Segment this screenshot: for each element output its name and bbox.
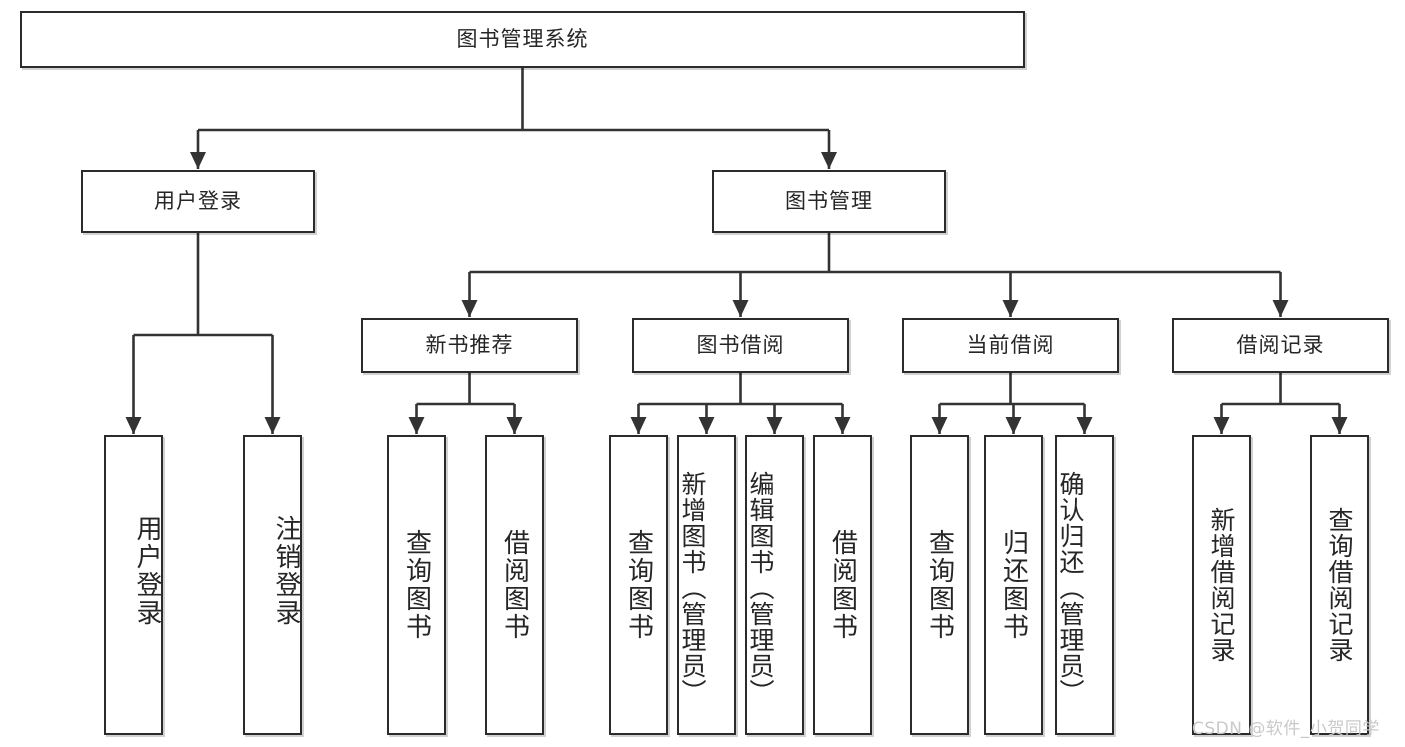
- edge-root-bookmgmt-arrowhead: [821, 152, 837, 169]
- node-leaf-borrow-book-2: 借阅图书: [813, 435, 872, 735]
- node-leaf-add-book: 新增图书（管理员）: [677, 435, 736, 735]
- node-label: 新书推荐: [425, 333, 514, 357]
- node-leaf-edit-book: 编辑图书（管理员）: [745, 435, 804, 735]
- edge-login-user-logout-arrowhead: [264, 417, 281, 434]
- edge-bookmgmt-borrow-arrowhead: [732, 300, 749, 317]
- node-bookmgmt: 图书管理: [712, 170, 946, 233]
- node-leaf-return-book: 归还图书: [984, 435, 1043, 735]
- node-leaf-add-record: 新增借阅记录: [1192, 435, 1251, 735]
- node-label: 查询图书: [401, 529, 432, 641]
- node-label: 用户登录: [132, 515, 162, 627]
- node-leaf-borrow-book-1: 借阅图书: [485, 435, 544, 735]
- node-label: 借阅记录: [1236, 333, 1325, 357]
- node-login: 用户登录: [81, 170, 315, 233]
- edge-bookmgmt-current-arrowhead: [1002, 300, 1019, 317]
- node-leaf-query-book-3: 查询图书: [910, 435, 969, 735]
- node-label: 借阅图书: [499, 529, 530, 641]
- edge-records-add-arrowhead: [1213, 417, 1230, 434]
- node-leaf-query-record: 查询借阅记录: [1310, 435, 1369, 735]
- edge-newbook-query-arrowhead: [408, 417, 425, 434]
- node-label: 借阅图书: [827, 529, 858, 641]
- node-label: 当前借阅: [966, 333, 1055, 357]
- edge-current-query-arrowhead: [931, 417, 948, 434]
- node-label: 注销登录: [271, 515, 301, 627]
- edge-borrow-add-arrowhead: [698, 417, 715, 434]
- node-label: 图书管理系统: [456, 27, 589, 51]
- node-leaf-confirm-return: 确认归还（管理员）: [1055, 435, 1114, 735]
- node-label: 查询图书: [924, 529, 955, 641]
- node-label: 编辑图书（管理员）: [746, 471, 775, 705]
- edge-current-confirm-arrowhead: [1076, 417, 1093, 434]
- node-leaf-query-book-1: 查询图书: [387, 435, 446, 735]
- node-records: 借阅记录: [1172, 318, 1389, 373]
- edge-records-query-arrowhead: [1331, 417, 1348, 434]
- node-label: 图书管理: [785, 189, 873, 213]
- node-leaf-user-logout: 注销登录: [243, 435, 302, 735]
- node-label: 确认归还（管理员）: [1056, 471, 1085, 705]
- node-label: 查询图书: [623, 529, 654, 641]
- edge-root-login-arrowhead: [190, 152, 206, 169]
- node-label: 新增图书（管理员）: [678, 471, 707, 705]
- node-label: 归还图书: [998, 529, 1029, 641]
- node-borrow: 图书借阅: [632, 318, 849, 373]
- edge-borrow-borrowbook-arrowhead: [834, 417, 851, 434]
- node-leaf-query-book-2: 查询图书: [609, 435, 668, 735]
- edge-newbook-borrow-arrowhead: [506, 417, 523, 434]
- node-leaf-user-login: 用户登录: [104, 435, 163, 735]
- node-newbook: 新书推荐: [361, 318, 578, 373]
- edge-login-user-login-arrowhead: [125, 417, 142, 434]
- edge-bookmgmt-records-arrowhead: [1272, 300, 1289, 317]
- node-label: 新增借阅记录: [1207, 507, 1236, 663]
- edge-bookmgmt-newbook-arrowhead: [461, 300, 478, 317]
- edge-borrow-edit-arrowhead: [766, 417, 783, 434]
- node-label: 查询借阅记录: [1325, 507, 1354, 663]
- node-label: 图书借阅: [696, 333, 785, 357]
- node-label: 用户登录: [154, 189, 242, 213]
- csdn-watermark: CSDN @软件_小贺同学: [1192, 719, 1380, 739]
- edge-borrow-query-arrowhead: [630, 417, 647, 434]
- edge-current-return-arrowhead: [1005, 417, 1022, 434]
- node-current: 当前借阅: [902, 318, 1119, 373]
- node-root: 图书管理系统: [20, 11, 1025, 68]
